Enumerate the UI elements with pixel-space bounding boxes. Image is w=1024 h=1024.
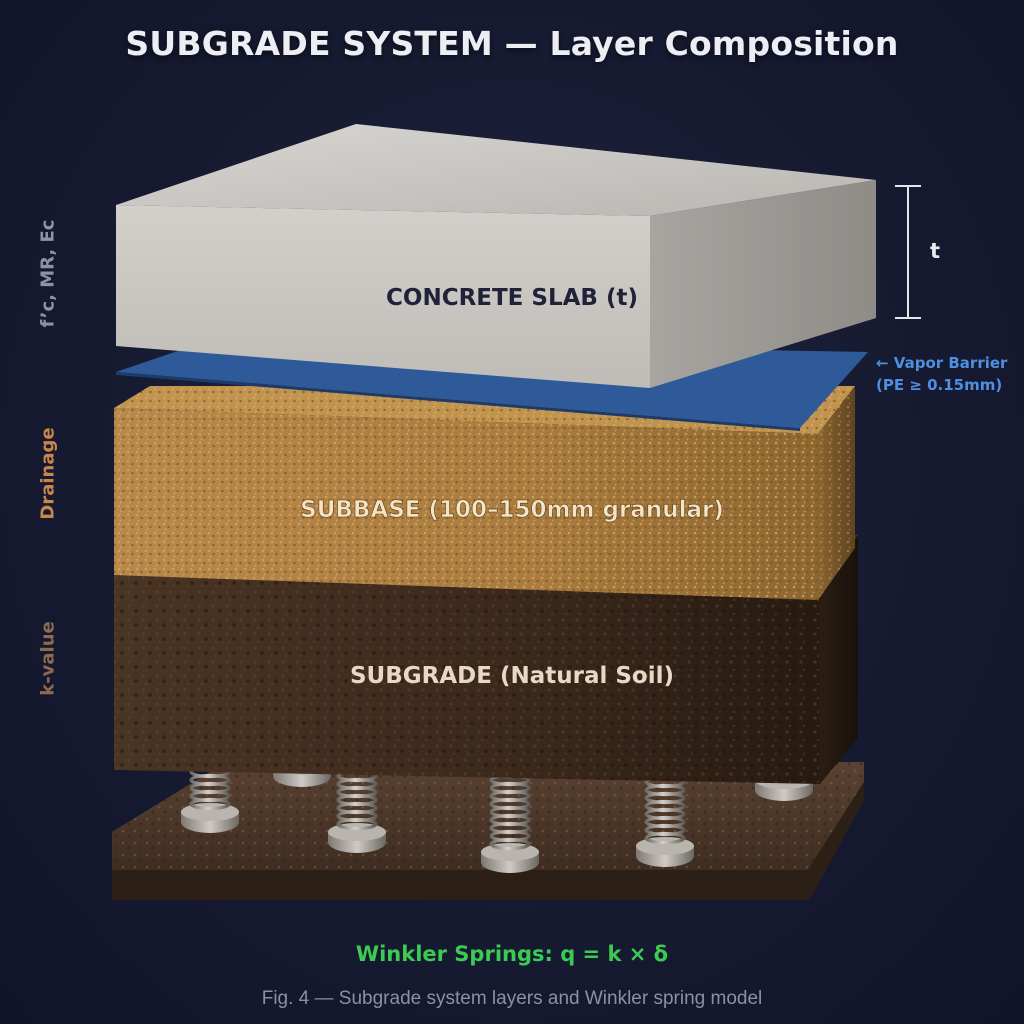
thickness-dimension <box>895 185 921 319</box>
side-label-slab-properties: f’c, MR, Ec <box>37 219 59 328</box>
diagram-title: SUBGRADE SYSTEM — Layer Composition <box>125 24 899 63</box>
subgrade-label: SUBGRADE (Natural Soil) <box>350 663 674 689</box>
spring-5 <box>481 765 539 873</box>
spring-6 <box>636 759 694 867</box>
concrete-slab-label: CONCRETE SLAB (t) <box>386 285 638 311</box>
side-label-k-value: k-value <box>37 621 59 696</box>
vapor-barrier-annotation: ← Vapor Barrier (PE ≥ 0.15mm) <box>876 352 1007 396</box>
vapor-barrier-label: ← Vapor Barrier <box>876 354 1008 372</box>
vapor-barrier-spec: (PE ≥ 0.15mm) <box>876 376 1003 394</box>
side-label-drainage: Drainage <box>37 427 59 520</box>
winkler-springs-formula: Winkler Springs: q = k × δ <box>355 942 669 966</box>
subbase-label: SUBBASE (100–150mm granular) <box>300 497 724 523</box>
concrete-slab-layer <box>116 124 876 388</box>
figure-caption: Fig. 4 — Subgrade system layers and Wink… <box>261 988 763 1009</box>
thickness-label: t <box>930 239 940 263</box>
